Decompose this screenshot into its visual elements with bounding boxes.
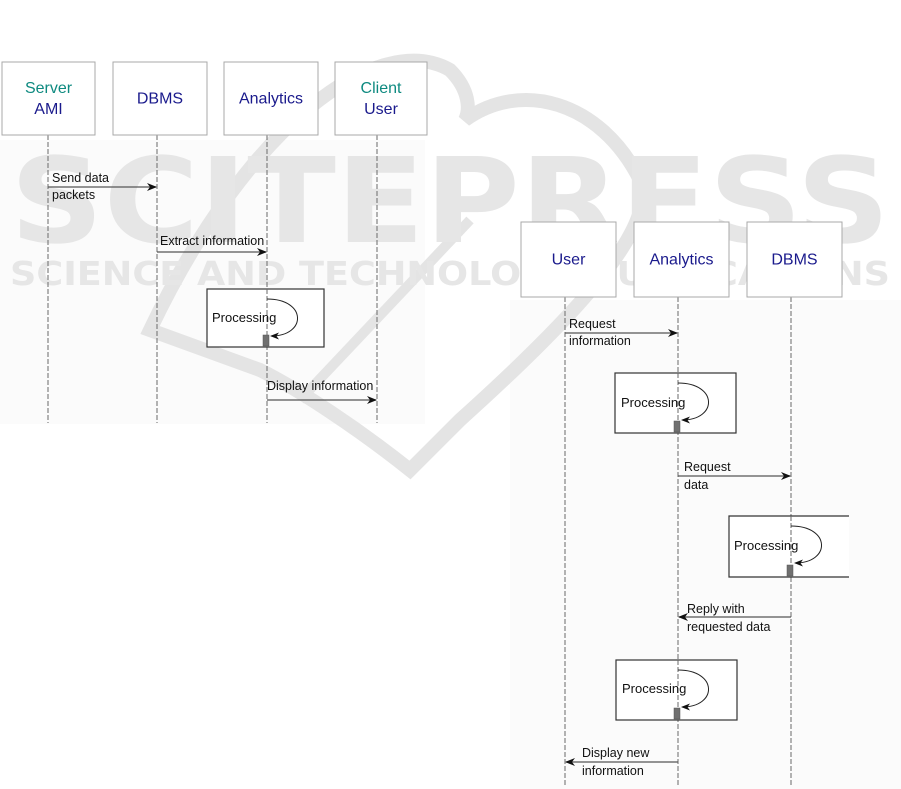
message: Request data [678, 460, 791, 492]
activation-bar [673, 420, 681, 433]
message: Extract information [157, 234, 267, 256]
message: Display new information [565, 746, 678, 778]
message-label: information [569, 334, 631, 348]
self-call-arrow [790, 525, 822, 567]
processing-block: Processing [615, 659, 738, 721]
message-label: Send data [52, 171, 109, 185]
message-label: Display information [267, 379, 373, 393]
actor-label: User [364, 101, 398, 118]
message: Request information [565, 317, 678, 348]
self-call-arrow [677, 669, 709, 711]
activation-bar [673, 707, 681, 720]
actor-box-frame [112, 61, 208, 136]
message-label: Extract information [160, 234, 264, 248]
message-label: Reply with [687, 602, 745, 616]
actor-label: Analytics [649, 252, 713, 269]
actor-label: Analytics [239, 91, 303, 108]
actor-box: DBMS [746, 221, 843, 298]
actor-box-frame [334, 61, 428, 136]
processing-label: Processing [212, 310, 276, 325]
actor-box: Analytics [633, 221, 730, 298]
actor-label: Server [25, 80, 73, 97]
message: Display information [267, 379, 377, 404]
activation-bar [786, 564, 794, 577]
actor-box: Analytics [223, 61, 319, 136]
self-call-arrow [266, 298, 298, 340]
message-label: Request [684, 460, 731, 474]
processing-block: Processing [614, 372, 737, 434]
message-label: Display new [582, 746, 650, 760]
actor-box-frame [1, 61, 96, 136]
actor-label: Client [361, 80, 402, 97]
watermark-logo-slash [296, 216, 474, 404]
actor-label: User [552, 252, 586, 269]
processing-label: Processing [621, 395, 685, 410]
activation-bar [262, 334, 270, 347]
message-label: packets [52, 188, 95, 202]
processing-block: Processing [206, 288, 325, 348]
message: Send data packets [48, 171, 157, 202]
actor-label: AMI [34, 101, 62, 118]
actor-box-frame [633, 221, 730, 298]
actor-box: User [520, 221, 617, 298]
actor-box-frame [746, 221, 843, 298]
processing-frame [728, 515, 849, 578]
message-label: requested data [687, 620, 770, 634]
actor-label: DBMS [137, 91, 183, 108]
message-label: information [582, 764, 644, 778]
actor-label: DBMS [771, 252, 817, 269]
actor-box: DBMS [112, 61, 208, 136]
processing-block: Processing [728, 515, 849, 578]
actor-box-frame [223, 61, 319, 136]
message-label: Request [569, 317, 616, 331]
message: Reply with requested data [678, 602, 791, 634]
processing-label: Processing [734, 538, 798, 553]
self-call-arrow [677, 382, 709, 424]
processing-label: Processing [622, 681, 686, 696]
message-label: data [684, 478, 708, 492]
actor-box-frame [520, 221, 617, 298]
